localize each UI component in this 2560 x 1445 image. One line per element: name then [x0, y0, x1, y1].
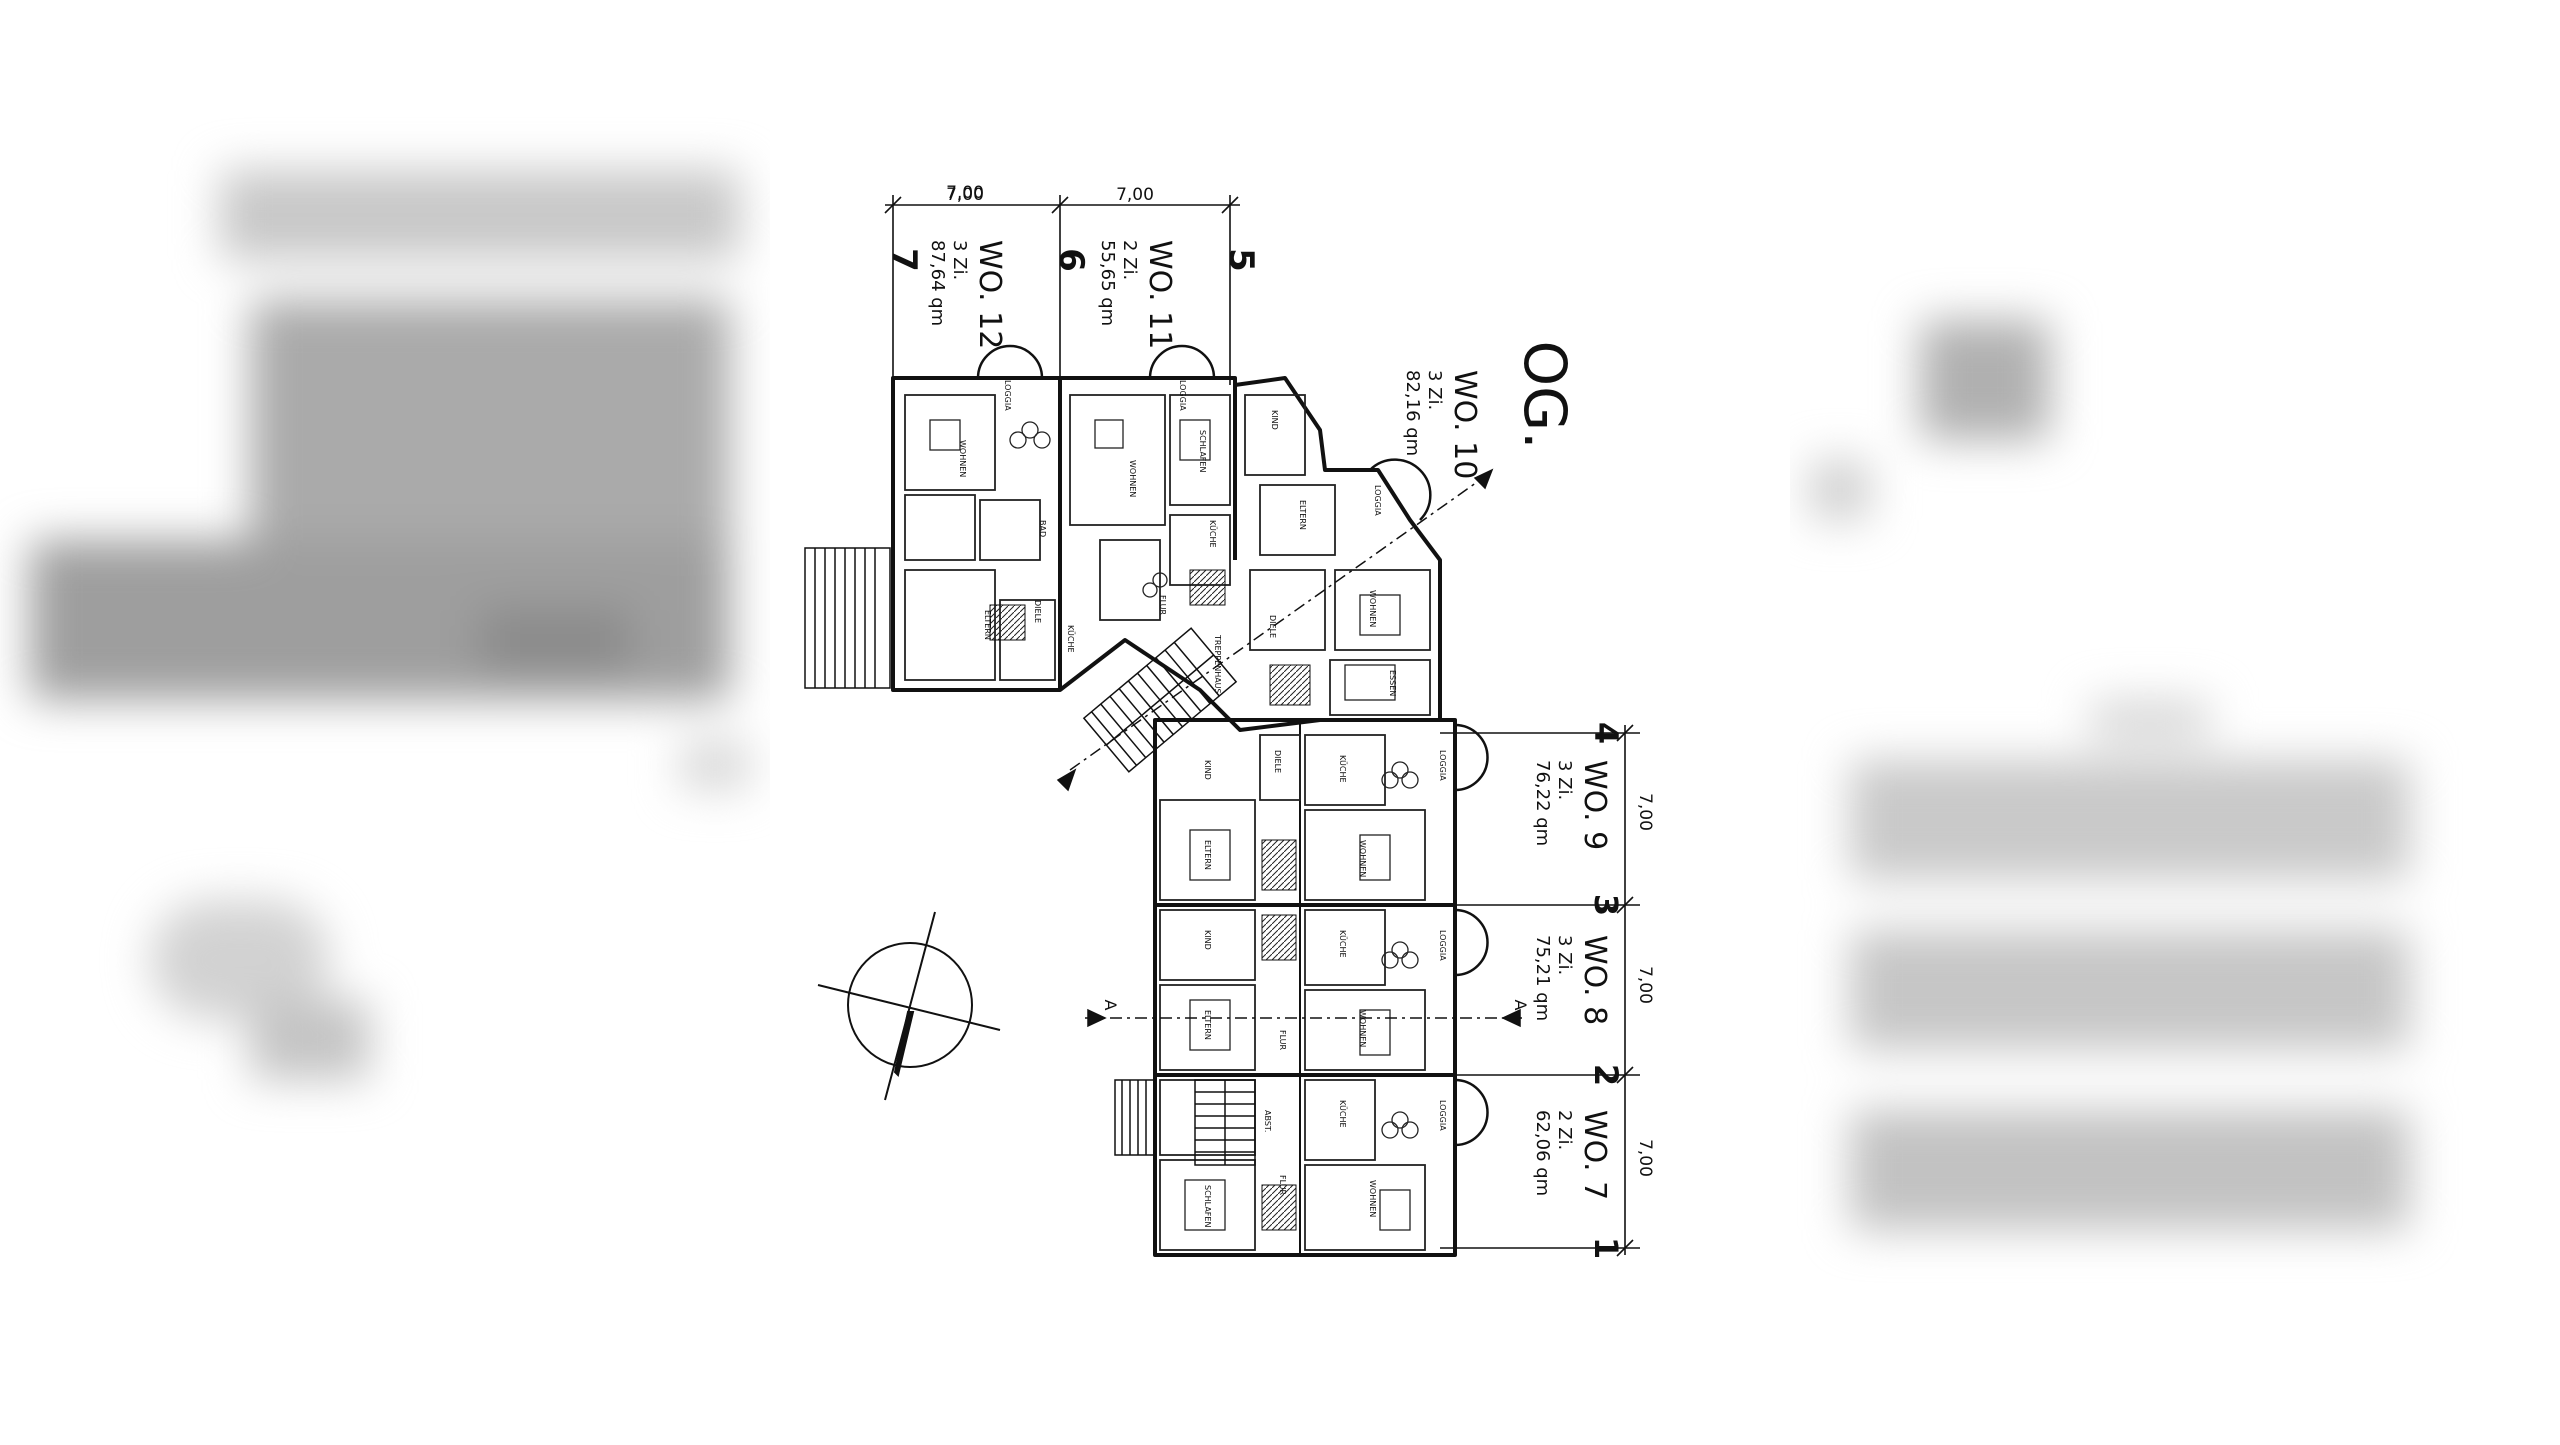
unit-label-wo7: WO. 7 2 Zi. 62,06 qm: [1532, 1110, 1612, 1200]
svg-text:2 Zi.: 2 Zi.: [1119, 240, 1140, 280]
axis-top-7: 7: [884, 248, 924, 272]
room-label-kind-wo9: KIND: [1203, 760, 1212, 780]
room-label-kueche-wo12: KÜCHE: [1066, 625, 1076, 653]
svg-text:WO. 7: WO. 7: [1577, 1110, 1612, 1200]
room-label-diele-wo12: DIELE: [1033, 600, 1042, 623]
axis-right-3: 3: [1587, 894, 1625, 916]
room-label-wohnen-wo11: WOHNEN: [1128, 460, 1137, 497]
bath-hatching: [989, 569, 1311, 1231]
right-dim-3: 7,00: [1635, 1139, 1655, 1177]
room-label-wohnen-wo9: WOHNEN: [1358, 840, 1367, 877]
unit-label-wo8: WO. 8 3 Zi. 75,21 qm: [1532, 935, 1612, 1025]
room-label-loggia-wo9: LOGGIA: [1438, 750, 1447, 781]
room-label-diele-wo9: DIELE: [1273, 750, 1282, 773]
room-label-treppenhaus: TREPPENHAUS: [1213, 634, 1222, 694]
section-marker-lower: [1085, 1008, 1525, 1028]
room-label-flur-wo7: FLUR: [1278, 1175, 1287, 1196]
axis-right-2: 2: [1587, 1064, 1625, 1086]
floor-plan-sheet: OG. 7,00 7,00 7,00 7 6 5 WO. 12 3 Zi. 87…: [770, 0, 1790, 1440]
blurred-background-right: [1790, 0, 2560, 1440]
axis-top-6: 6: [1051, 248, 1091, 272]
room-label-loggia-wo8: LOGGIA: [1438, 930, 1447, 961]
staircase-lower: [1194, 1079, 1256, 1166]
room-label-loggia-wo7: LOGGIA: [1438, 1100, 1447, 1131]
room-label-loggia-wo11: LOGGIA: [1178, 380, 1187, 411]
section-marker-upper: [1056, 468, 1494, 792]
room-label-kueche-wo11: KÜCHE: [1208, 520, 1218, 548]
entrance-steps-left: [804, 547, 891, 689]
svg-text:75,21 qm: 75,21 qm: [1532, 935, 1553, 1021]
svg-text:WO. 10: WO. 10: [1447, 370, 1482, 479]
unit-label-wo11: WO. 11 2 Zi. 55,65 qm: [1097, 240, 1177, 349]
top-dim-1-label: 7,00: [946, 185, 984, 205]
blurred-background-left: [0, 0, 770, 1440]
room-label-flur-wo11: FLUR: [1158, 595, 1167, 616]
right-dimension-line: [1440, 724, 1640, 1257]
room-label-wohnen-wo8: WOHNEN: [1358, 1010, 1367, 1047]
loggia-bays: [976, 344, 1489, 1147]
room-label-wohnen-wo7: WOHNEN: [1368, 1180, 1377, 1217]
room-label-kind-wo8: KIND: [1203, 930, 1212, 950]
room-label-kueche-wo7: KÜCHE: [1338, 1100, 1348, 1128]
floor-label: OG.: [1511, 340, 1579, 449]
right-dim-1: 7,00: [1635, 793, 1655, 831]
right-dim-2: 7,00: [1635, 966, 1655, 1004]
svg-text:WO. 12: WO. 12: [972, 240, 1007, 349]
floor-plan: OG. 7,00 7,00 7,00 7 6 5 WO. 12 3 Zi. 87…: [804, 183, 1655, 1259]
room-label-wohnen-wo12: WOHNEN: [958, 440, 967, 477]
axis-right-4: 4: [1587, 722, 1625, 744]
axis-right-1: 1: [1587, 1237, 1625, 1259]
svg-text:87,64 qm: 87,64 qm: [927, 240, 948, 326]
room-label-kueche-wo8: KÜCHE: [1338, 930, 1348, 958]
room-label-flur-wo8: FLUR: [1278, 1030, 1287, 1051]
compass-icon: [817, 911, 1001, 1101]
svg-text:OG.: OG.: [1511, 340, 1579, 449]
room-label-diele-wo10: DIELE: [1268, 615, 1277, 638]
room-label-schlafen-wo7: SCHLAFEN: [1203, 1185, 1212, 1227]
room-label-essen-wo10: ESSEN: [1388, 670, 1397, 696]
section-label-a-left: A: [1101, 1000, 1120, 1011]
section-label-a-right: A: [1511, 1000, 1530, 1011]
top-dim-2-label: 7,00: [1116, 185, 1154, 205]
svg-text:WO. 11: WO. 11: [1142, 240, 1177, 349]
room-label-eltern-wo12: ELTERN: [983, 610, 992, 640]
room-label-eltern-wo10: ELTERN: [1298, 500, 1307, 530]
interior-walls: [904, 394, 1431, 1251]
svg-text:82,16 qm: 82,16 qm: [1402, 370, 1423, 456]
unit-label-wo12: WO. 12 3 Zi. 87,64 qm: [927, 240, 1007, 349]
axis-top-5: 5: [1221, 248, 1261, 272]
unit-label-wo9: WO. 9 3 Zi. 76,22 qm: [1532, 760, 1612, 850]
room-label-wohnen-wo10: WOHNEN: [1368, 590, 1377, 627]
svg-text:62,06 qm: 62,06 qm: [1532, 1110, 1553, 1196]
room-label-kueche-wo9: KÜCHE: [1338, 755, 1348, 783]
svg-text:3 Zi.: 3 Zi.: [1554, 760, 1575, 800]
svg-text:WO. 8: WO. 8: [1577, 935, 1612, 1025]
room-label-eltern-wo8: ELTERN: [1203, 1010, 1212, 1040]
entrance-steps-lower: [1114, 1079, 1156, 1156]
room-label-bad-wo12: BAD: [1038, 520, 1047, 537]
room-label-loggia-wo12: LOGGIA: [1003, 380, 1012, 411]
svg-text:2 Zi.: 2 Zi.: [1554, 1110, 1575, 1150]
furniture: [929, 419, 1419, 1231]
room-label-eltern-wo9: ELTERN: [1203, 840, 1212, 870]
svg-text:3 Zi.: 3 Zi.: [949, 240, 970, 280]
room-label-loggia-wo10: LOGGIA: [1373, 485, 1382, 516]
top-dim-1: 7,00: [946, 183, 984, 203]
room-label-schlafen-wo11: SCHLAFEN: [1198, 430, 1207, 472]
svg-text:55,65 qm: 55,65 qm: [1097, 240, 1118, 326]
top-dimension-line: [884, 195, 1240, 385]
svg-text:WO. 9: WO. 9: [1577, 760, 1612, 850]
svg-text:3 Zi.: 3 Zi.: [1554, 935, 1575, 975]
svg-text:3 Zi.: 3 Zi.: [1424, 370, 1445, 410]
unit-label-wo10: WO. 10 3 Zi. 82,16 qm: [1402, 370, 1482, 479]
room-label-kind-wo10: KIND: [1270, 410, 1279, 430]
room-label-abst: ABST.: [1263, 1110, 1272, 1132]
svg-text:76,22 qm: 76,22 qm: [1532, 760, 1553, 846]
building-walls: [891, 376, 1457, 1257]
